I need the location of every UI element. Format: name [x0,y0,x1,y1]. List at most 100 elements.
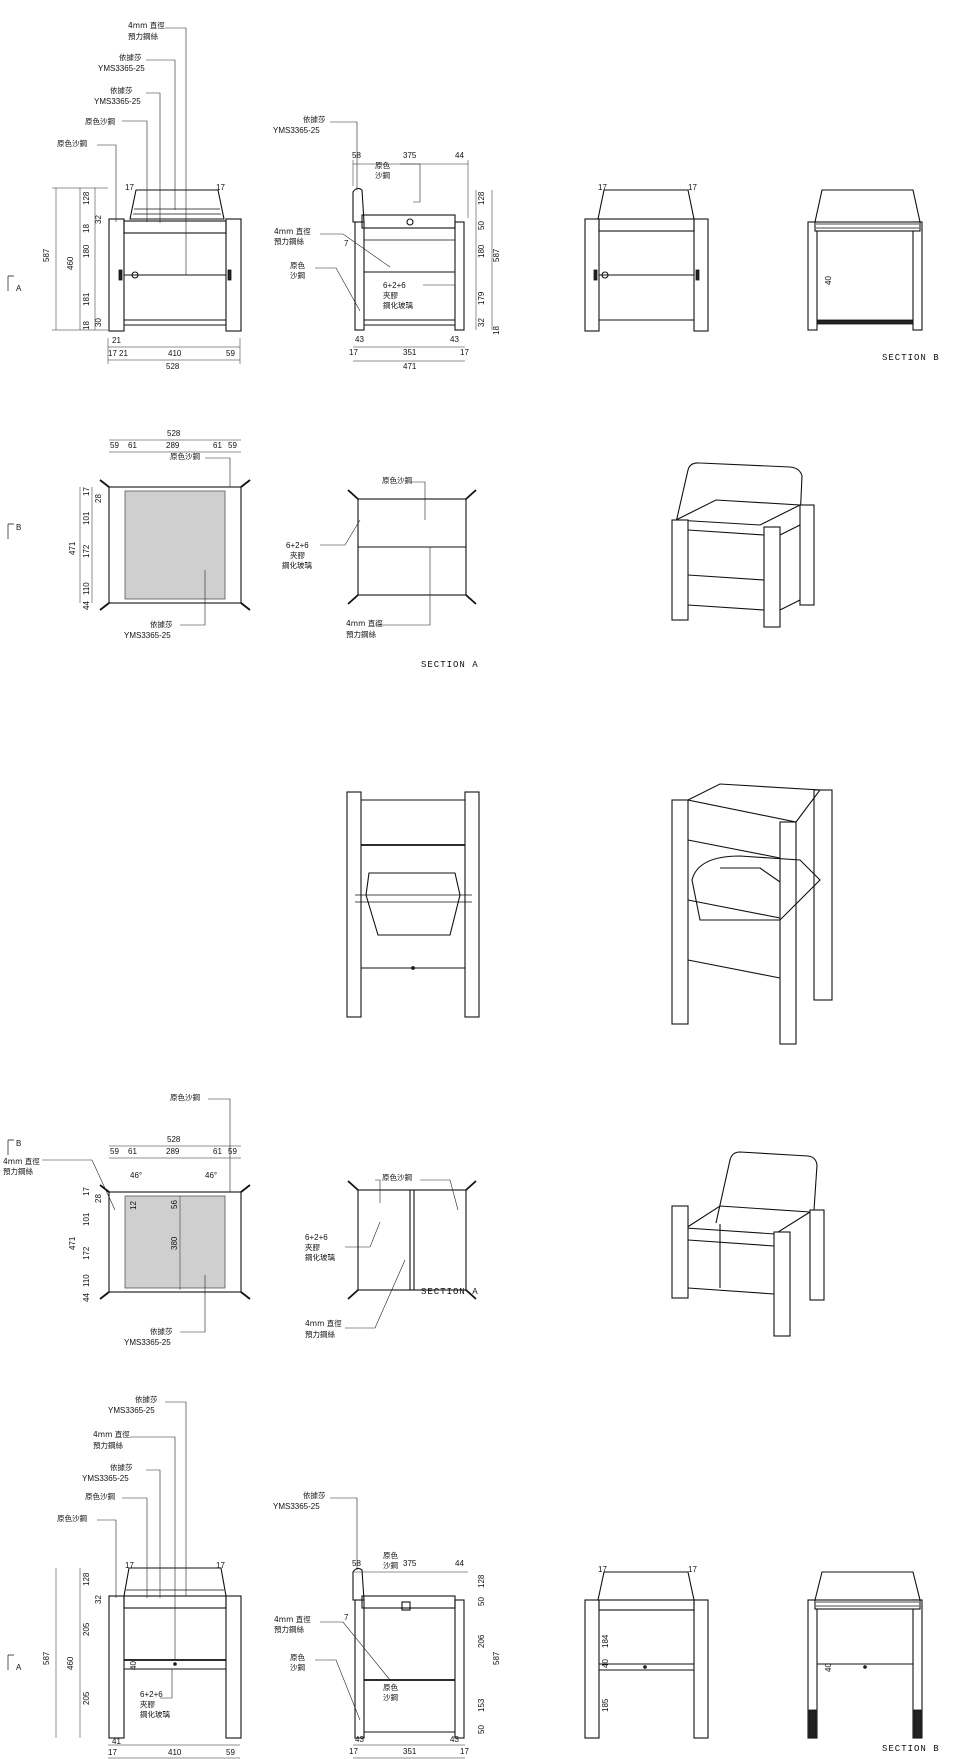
dim-460: 460 [66,256,75,270]
dim-59p2-r: 59 [228,1147,237,1156]
dim-17s2-r: 17 [460,1747,469,1756]
label-raw-a3-s2: 原色 [383,1682,398,1692]
dim-21: 21 [112,336,121,345]
dim-180: 180 [82,244,91,258]
dim-289p2: 289 [166,1147,180,1156]
section-a-title: SECTION A [421,660,479,670]
label-cushion-code-s: YMS3365-25 [273,126,320,135]
dim-28p2: 28 [94,1194,103,1203]
isometric-view-3 [671,1151,825,1337]
dim-17r2-r: 17 [688,1565,697,1574]
label-glass-f2-b: 夾膠 [140,1700,155,1709]
dim-460f2: 460 [66,1656,75,1670]
plan-view-1: 528 59 61 289 61 59 17 28 101 172 110 44… [7,429,251,640]
label-raw-steel: 原色沙鋼 [85,116,115,126]
label-cushion-p: 依據莎 [150,619,173,629]
section-a-marker-2: A [16,1663,22,1672]
dim-17s: 17 [349,348,358,357]
dim-128s2: 128 [477,1574,486,1588]
dim-17p2: 17 [82,1187,91,1196]
dim-18: 18 [82,224,91,233]
dim-17p: 17 [82,487,91,496]
label-raw-steel-p: 原色沙鋼 [170,451,200,461]
dim-30: 30 [94,318,103,327]
label-steel-rod-s2-b: 預力鋼絲 [274,1624,304,1634]
label-glass-sa2-c: 鋼化玻璃 [305,1252,335,1262]
side-elevation-1: 58 375 44 7 43 43 17 351 17 471 128 50 1… [273,114,501,371]
label-cushion-2: 依據莎 [110,85,133,95]
dim-18s: 18 [492,326,501,335]
dim-40r2: 40 [601,1659,610,1668]
dim-17f2-top: 17 [125,1561,134,1570]
section-b-marker-2: B [16,1139,21,1148]
dim-101p: 101 [82,511,91,525]
dim-59: 59 [226,349,235,358]
section-a-marker: A [16,284,22,293]
label-cushion-code-p: YMS3365-25 [124,631,171,640]
label-cushion-code-2: YMS3365-25 [94,97,141,106]
dim-587s2: 587 [492,1651,501,1665]
dim-44: 44 [455,151,464,160]
front-elevation-2: 587 460 128 32 205 205 40 41 17 410 59 1… [7,1394,242,1759]
dim-41: 41 [112,1737,121,1746]
label-raw-steel-2: 原色沙鋼 [57,138,87,148]
dim-101p2: 101 [82,1212,91,1226]
dim-46: 46° [130,1171,142,1180]
dim-61p-r: 61 [213,441,222,450]
dim-17f2: 17 [108,1748,117,1757]
dim-32f2: 32 [94,1595,103,1604]
label-steel-rod-f2-b: 預力鋼絲 [93,1440,123,1450]
label-glass-sa: 6+2+6 [286,541,309,550]
dim-59f2: 59 [226,1748,235,1757]
dim-40f2: 40 [129,1661,138,1670]
dim-17-rear: 17 [598,183,607,192]
dim-172p2: 172 [82,1246,91,1260]
dim-205b: 205 [82,1691,91,1705]
dim-375: 375 [403,151,417,160]
label-steel-rod-sa2-b: 預力鋼絲 [305,1329,335,1339]
dim-44p: 44 [82,601,91,610]
isometric-view-2 [671,783,833,1045]
dim-410f2: 410 [168,1748,182,1757]
label-glass-sa2: 6+2+6 [305,1233,328,1242]
label-glass-sa2-b: 夾膠 [305,1243,320,1252]
dim-528: 528 [166,362,180,371]
label-raw-b2-s2: 沙鋼 [290,1662,305,1672]
dim-40b2: 40 [824,1663,833,1672]
dim-471p2: 471 [68,1236,77,1250]
dim-380: 380 [170,1236,179,1250]
dim-181: 181 [82,292,91,306]
dim-528p2: 528 [167,1135,181,1144]
dim-179: 179 [477,291,486,305]
dim-44s2: 44 [455,1559,464,1568]
dim-17: 17 [108,349,117,358]
label-raw-b: 沙鋼 [375,170,390,180]
label-cushion-code-f2a: YMS3365-25 [108,1406,155,1415]
dim-59p-r: 59 [228,441,237,450]
label-cushion-code-s2: YMS3365-25 [273,1502,320,1511]
label-glass-f2-c: 鋼化玻璃 [140,1709,170,1719]
dim-351: 351 [403,348,417,357]
dim-172p: 172 [82,544,91,558]
label-raw-steel-sa2: 原色沙鋼 [382,1172,412,1182]
section-b-view-2: 40 SECTION B [807,1571,939,1754]
label-cushion-f2a: 依據莎 [135,1394,158,1404]
label-raw-b-s2: 沙鋼 [383,1560,398,1570]
dim-18b: 18 [82,321,91,330]
dim-185: 185 [601,1698,610,1712]
dim-12: 12 [129,1201,138,1210]
label-cushion-p2: 依據莎 [150,1326,173,1336]
label-glass-b: 夾膠 [383,291,398,300]
front-elevation-1: 587 460 128 32 18 180 181 18 30 21 17 21… [7,20,242,371]
label-raw-a: 原色 [375,160,390,170]
dim-40: 40 [824,276,833,285]
label-glass-sa-b: 夾膠 [290,551,305,560]
section-b-marker: B [16,523,21,532]
label-steel-rod-f2: 4mm 直徑 [93,1429,130,1439]
dim-128s: 128 [477,191,486,205]
isometric-view-1 [671,462,815,628]
section-a-plan: 原色沙鋼 6+2+6 夾膠 鋼化玻璃 4mm 直徑 預力鋼絲 SECTION A [282,475,479,670]
dim-61p2: 61 [128,1147,137,1156]
dim-17-top-r: 17 [216,183,225,192]
label-steel-rod-p2: 4mm 直徑 [3,1156,40,1166]
